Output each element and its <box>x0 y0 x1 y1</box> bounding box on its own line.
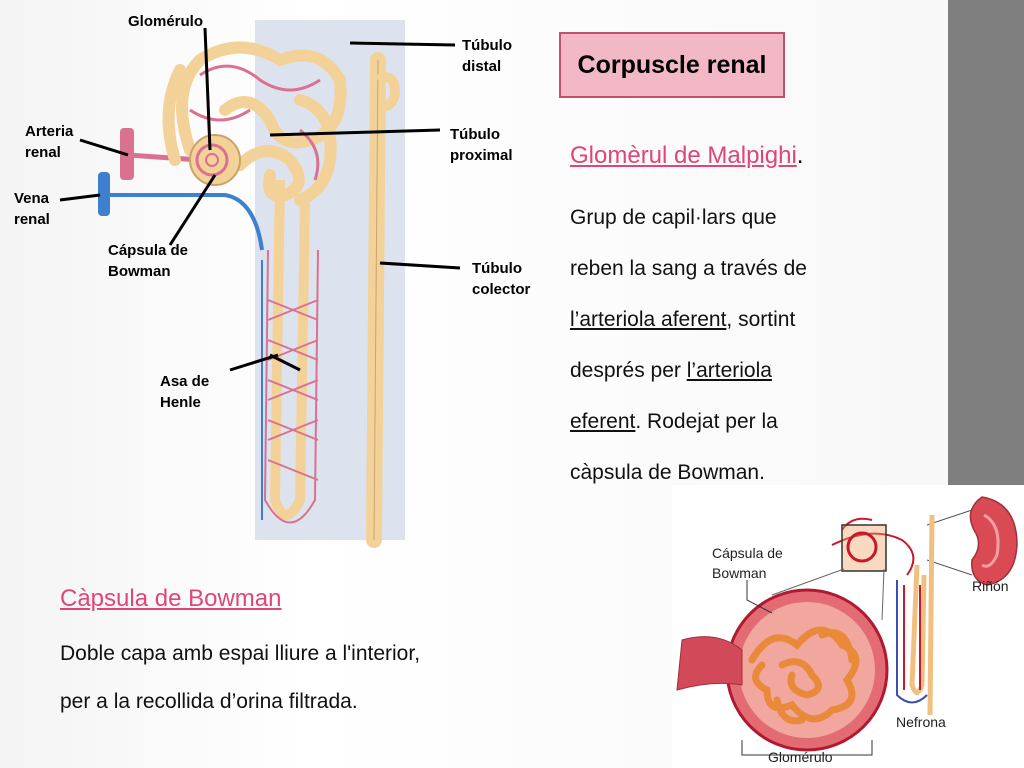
loop-of-henle <box>269 179 310 520</box>
side-bar <box>948 0 1024 485</box>
label-asa-1: Asa de <box>160 373 209 390</box>
kidney-shape <box>969 496 1018 586</box>
efferent-arteriole-term-b: eferent <box>570 410 636 433</box>
nephron-diagram: Glomérulo Arteria renal Vena renal Cápsu… <box>14 13 531 548</box>
zoom-label-nefrona: Nefrona <box>896 714 946 730</box>
glomerul-line-3: l’arteriola aferent, sortint <box>570 294 940 345</box>
capsula-description: Doble capa amb espai lliure a l'interior… <box>60 630 550 726</box>
label-asa-2: Henle <box>160 394 201 411</box>
capsula-heading-link[interactable]: Càpsula de Bowman <box>60 585 282 612</box>
glomerul-line-5-rest: . Rodejat per la <box>635 410 778 433</box>
renal-vein <box>104 193 264 251</box>
glomerul-heading: Glomèrul de Malpighi. <box>570 142 803 170</box>
label-arteria-1: Arteria <box>25 123 74 140</box>
zoom-label-rinon: Riñón <box>972 578 1009 594</box>
label-proximal-2: proximal <box>450 147 513 164</box>
glomerul-line-2: reben la sang a través de <box>570 257 807 280</box>
zoom-label-capsula-1: Cápsula de <box>712 545 783 561</box>
capsula-line-1: Doble capa amb espai lliure a l'interior… <box>60 642 421 665</box>
glomerulus-shape <box>195 143 229 177</box>
label-capsula-1: Cápsula de <box>108 242 188 259</box>
label-distal-1: Túbulo <box>462 37 512 54</box>
glomerul-line-1: Grup de capil·lars que <box>570 206 777 229</box>
zoom-label-glomerulo: Glomérulo <box>768 749 833 765</box>
capsula-line-2: per a la recollida d’orina filtrada. <box>60 690 358 713</box>
slide-title-box: Corpuscle renal <box>559 32 785 98</box>
renal-artery <box>127 152 201 163</box>
glomerul-line-6: càpsula de Bowman. <box>570 461 765 484</box>
glomerul-line-3-rest: , sortint <box>726 308 796 331</box>
label-arteria-2: renal <box>25 144 61 161</box>
zoom-label-capsula-2: Bowman <box>712 565 766 581</box>
label-vena-2: renal <box>14 211 50 228</box>
glomerul-description: Grup de capil·lars que reben la sang a t… <box>570 192 940 498</box>
afferent-arteriole-term: l’arteriola aferent <box>570 308 727 331</box>
label-glomerulo: Glomérulo <box>128 13 203 30</box>
glomerul-line-4-pre: després per <box>570 359 687 382</box>
label-distal-2: distal <box>462 58 501 75</box>
efferent-arteriole-term-a: l’arteriola <box>686 359 772 382</box>
glomerul-line-5: eferent. Rodejat per la <box>570 396 940 447</box>
slide-title: Corpuscle renal <box>577 50 767 79</box>
glomerulus-large <box>748 626 860 725</box>
convoluted-tubules <box>162 41 347 206</box>
label-colector-1: Túbulo <box>472 260 522 277</box>
label-proximal-1: Túbulo <box>450 126 500 143</box>
glomerul-heading-link[interactable]: Glomèrul de Malpighi <box>570 142 797 169</box>
glomerul-heading-suffix: . <box>796 142 804 169</box>
glomerul-line-4: després per l’arteriola <box>570 345 940 396</box>
label-colector-2: colector <box>472 281 531 298</box>
label-vena-1: Vena <box>14 190 50 207</box>
label-capsula-2: Bowman <box>108 263 171 280</box>
renal-corpuscle-zoom-diagram: Cápsula de Bowman Riñón Nefrona Glomérul… <box>672 485 1024 768</box>
